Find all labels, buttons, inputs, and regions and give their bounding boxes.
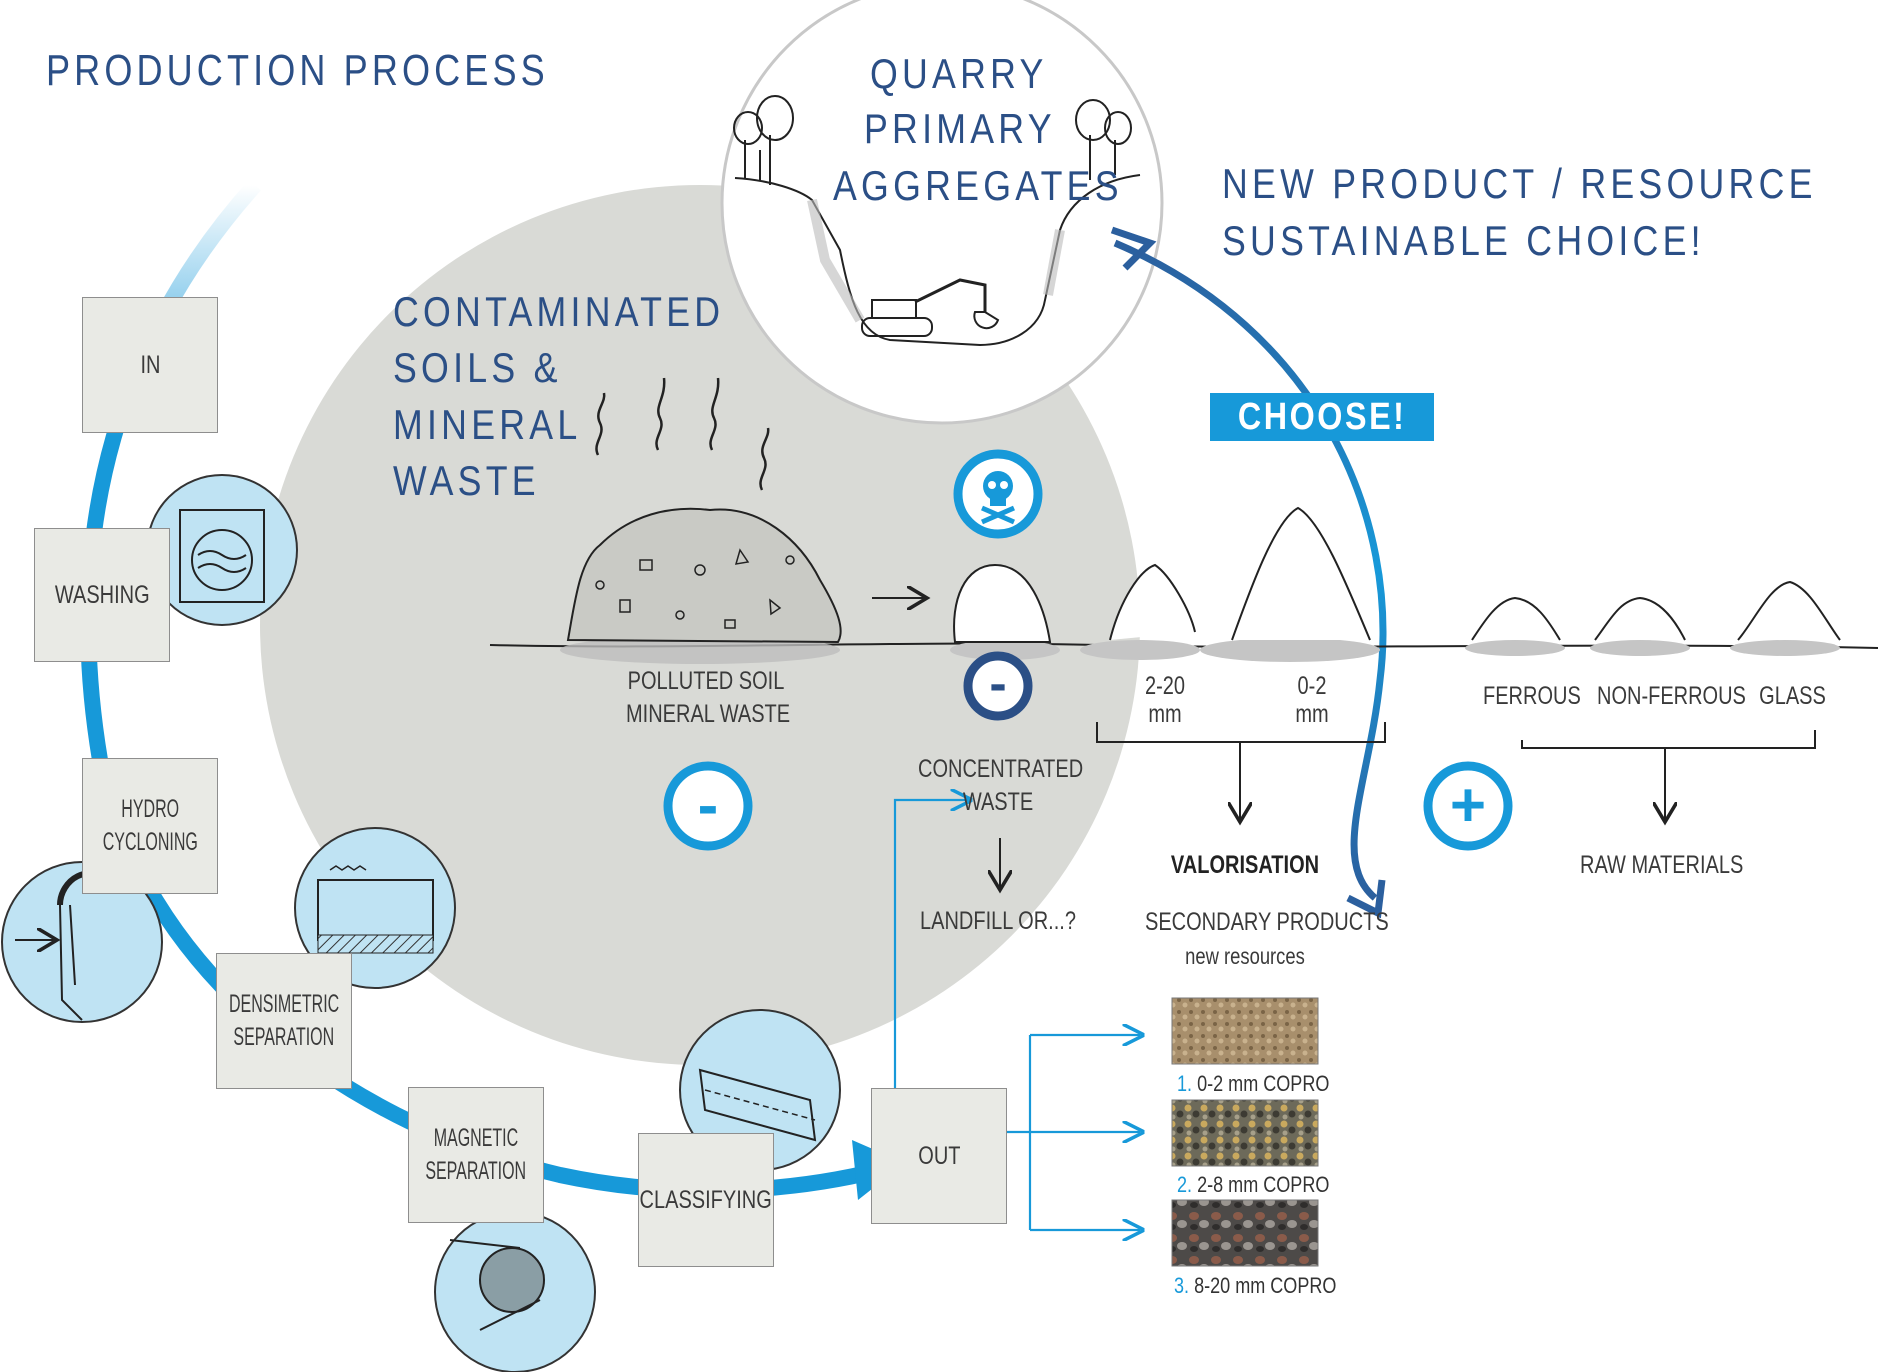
minus-badge-concentrated bbox=[963, 651, 1033, 721]
choose-banner: CHOOSE! bbox=[1210, 393, 1434, 441]
product-photo-1 bbox=[1171, 997, 1319, 1065]
product-caption-2: 2. 2-8 mm COPRO bbox=[1177, 1172, 1330, 1197]
step-washing-box: WASHING bbox=[34, 528, 170, 662]
product-photo-3 bbox=[1171, 1199, 1319, 1267]
step-out-box: OUT bbox=[871, 1088, 1007, 1224]
product-photo-2 bbox=[1171, 1099, 1319, 1167]
contaminated-line4: WASTE bbox=[393, 457, 540, 504]
quarry-title-line2: PRIMARY bbox=[864, 105, 1056, 152]
choose-arrow-up bbox=[1110, 226, 1157, 271]
non-ferrous-label: NON-FERROUS bbox=[1597, 682, 1746, 710]
contaminated-line2: SOILS & bbox=[393, 344, 562, 391]
densimetric-separation-icon bbox=[294, 827, 456, 989]
secondary-products-label: SECONDARY PRODUCTS bbox=[1145, 908, 1389, 936]
fraction-braces bbox=[1096, 722, 1816, 820]
raw-materials-label: RAW MATERIALS bbox=[1580, 851, 1744, 879]
ferrous-label: FERROUS bbox=[1483, 682, 1581, 710]
choose-arrow-down bbox=[1346, 879, 1386, 919]
washing-machine-icon bbox=[146, 474, 298, 626]
plus-badge-raw bbox=[1423, 761, 1513, 851]
product-caption-3: 3. 8-20 mm COPRO bbox=[1174, 1273, 1337, 1298]
glass-label: GLASS bbox=[1759, 682, 1826, 710]
magnetic-separation-icon bbox=[434, 1211, 596, 1372]
plus-sign-raw: + bbox=[1449, 771, 1487, 840]
step-in-box: IN bbox=[82, 297, 218, 433]
valorisation-label: VALORISATION bbox=[1170, 851, 1320, 879]
fraction-piles bbox=[950, 506, 1841, 662]
classifying-screen-icon bbox=[679, 1009, 841, 1171]
minus-badge-polluted bbox=[663, 761, 753, 851]
choose-arc bbox=[1113, 239, 1387, 901]
output-flow-lines bbox=[893, 800, 1140, 1230]
quarry-illustration bbox=[720, 0, 1164, 425]
page-title: PRODUCTION PROCESS bbox=[46, 46, 549, 95]
contaminated-line3: MINERAL bbox=[393, 401, 582, 448]
landfill-label: LANDFILL OR...? bbox=[920, 907, 1076, 935]
minus-sign-polluted: - bbox=[697, 771, 719, 840]
new-product-line1: NEW PRODUCT / RESOURCE bbox=[1222, 160, 1817, 207]
new-product-line2: SUSTAINABLE CHOICE! bbox=[1222, 217, 1705, 264]
quarry-title-line3: AGGREGATES bbox=[833, 162, 1123, 209]
toxic-skull-icon bbox=[953, 449, 1043, 539]
quarry-title-line1: QUARRY bbox=[870, 50, 1048, 97]
product-caption-1: 1. 0-2 mm COPRO bbox=[1177, 1071, 1330, 1096]
step-classifying-box: CLASSIFYING bbox=[638, 1133, 774, 1267]
polluted-soil-pile bbox=[560, 377, 842, 664]
minus-sign-concentrated: - bbox=[989, 655, 1007, 713]
contaminated-line1: CONTAMINATED bbox=[393, 288, 725, 335]
new-resources-label: new resources bbox=[1185, 943, 1305, 969]
